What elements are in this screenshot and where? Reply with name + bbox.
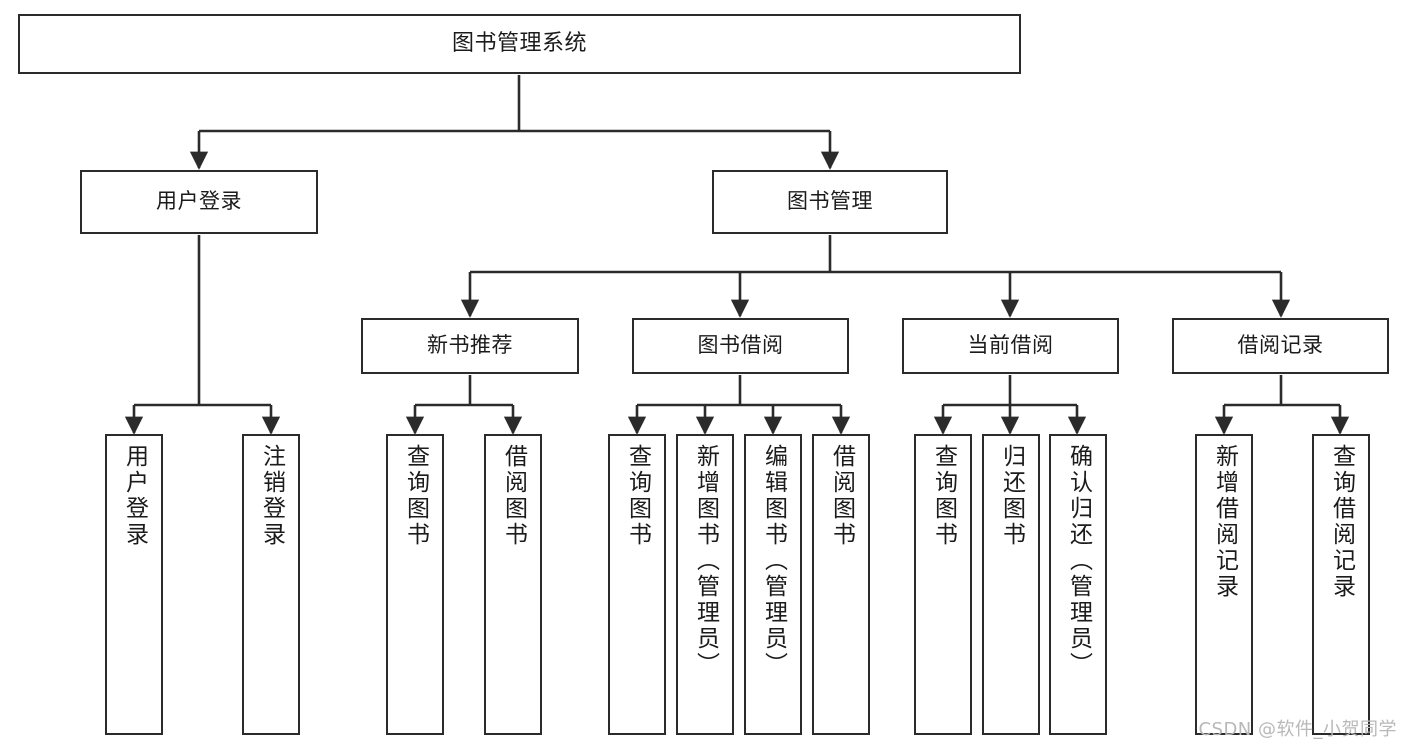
node-label: 查询图书 [624, 444, 651, 548]
node-borrowing-records[interactable]: 借阅记录 [1172, 318, 1389, 374]
node-label: 借阅记录 [1237, 333, 1324, 358]
node-label: 图书管理 [787, 189, 873, 214]
node-user-login[interactable]: 用户登录 [80, 170, 318, 234]
node-label: 注销登录 [258, 444, 285, 548]
node-current-borrowing[interactable]: 当前借阅 [902, 318, 1119, 374]
node-book-borrowing[interactable]: 图书借阅 [632, 318, 849, 374]
leaf-add-borrow-record[interactable]: 新增借阅记录 [1195, 434, 1253, 735]
leaf-user-login[interactable]: 用户登录 [105, 434, 163, 735]
leaf-query-books-new[interactable]: 查询图书 [386, 434, 444, 735]
leaf-query-books-borrow[interactable]: 查询图书 [608, 434, 666, 735]
node-label: 新增借阅记录 [1211, 444, 1238, 600]
leaf-borrow-books[interactable]: 借阅图书 [812, 434, 870, 735]
leaf-query-books-current[interactable]: 查询图书 [914, 434, 972, 735]
watermark: CSDN @软件_小贺同学 [1198, 719, 1397, 740]
leaf-borrow-books-new[interactable]: 借阅图书 [484, 434, 542, 735]
leaf-logout[interactable]: 注销登录 [242, 434, 300, 735]
node-root-book-management-system[interactable]: 图书管理系统 [18, 14, 1021, 74]
leaf-edit-book-admin[interactable]: 编辑图书（管理员） [744, 434, 802, 735]
node-label: 借阅图书 [828, 444, 855, 548]
leaf-confirm-return-admin[interactable]: 确认归还（管理员） [1049, 434, 1107, 735]
node-label: 确认归还（管理员） [1065, 444, 1092, 678]
node-label: 新增图书（管理员） [692, 444, 719, 678]
node-label: 新书推荐 [427, 333, 513, 358]
node-label: 查询图书 [930, 444, 957, 548]
node-label: 用户登录 [156, 189, 242, 214]
node-label: 查询借阅记录 [1328, 444, 1355, 600]
node-label: 图书借阅 [697, 333, 784, 358]
node-label: 用户登录 [121, 444, 148, 548]
leaf-query-borrow-record[interactable]: 查询借阅记录 [1312, 434, 1370, 735]
node-label: 编辑图书（管理员） [760, 444, 787, 678]
node-label: 归还图书 [998, 444, 1025, 548]
node-label: 当前借阅 [967, 333, 1054, 358]
leaf-add-book-admin[interactable]: 新增图书（管理员） [676, 434, 734, 735]
node-label: 借阅图书 [500, 444, 527, 548]
node-label: 图书管理系统 [451, 30, 587, 56]
node-label: 查询图书 [402, 444, 429, 548]
leaf-return-books[interactable]: 归还图书 [982, 434, 1040, 735]
node-new-book-recommendation[interactable]: 新书推荐 [361, 318, 579, 374]
node-book-management[interactable]: 图书管理 [712, 170, 948, 234]
